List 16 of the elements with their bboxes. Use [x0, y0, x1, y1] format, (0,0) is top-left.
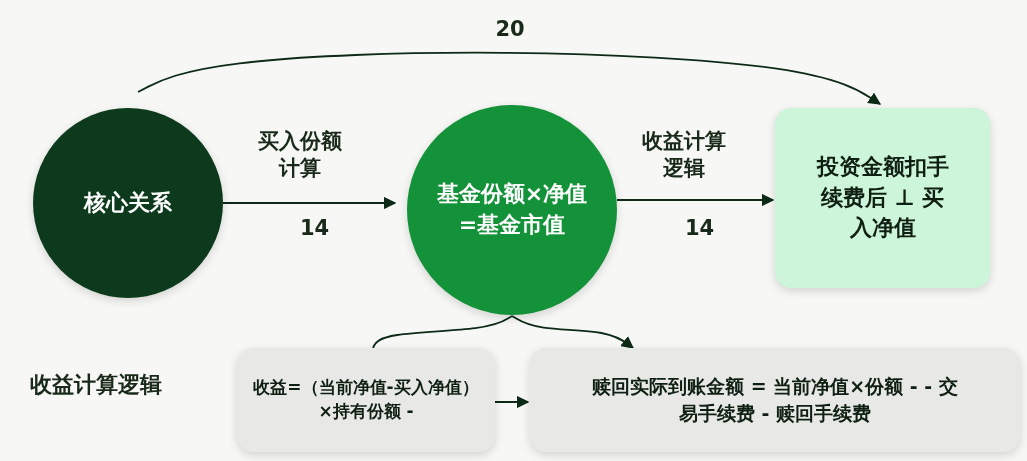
number-label: 14 [685, 216, 715, 240]
section-heading: 收益计算逻辑 [30, 371, 162, 399]
arrow [222, 196, 397, 210]
number-label: 14 [300, 216, 330, 240]
concept-circle: 核心关系 [33, 108, 223, 298]
edge-label: 收益计算逻辑 [641, 128, 727, 183]
edge-label: 买入份额计算 [257, 128, 343, 183]
formula-circle: 基金份额×净值=基金市值 [407, 105, 617, 315]
arrow [137, 51, 882, 105]
arrow [494, 395, 530, 409]
result-box: 投资金额扣手续费后 ⊥ 买入净值 [775, 108, 990, 288]
arrow [511, 315, 634, 349]
edge-label: 20 [494, 16, 526, 43]
formula-box: 赎回实际到账金额 = 当前净值×份额 - - 交易手续费 - 赎回手续费 [530, 348, 1020, 452]
arrow [616, 193, 775, 207]
formula-box: 收益=（当前净值-买入净值）×持有份额 - [237, 348, 495, 452]
